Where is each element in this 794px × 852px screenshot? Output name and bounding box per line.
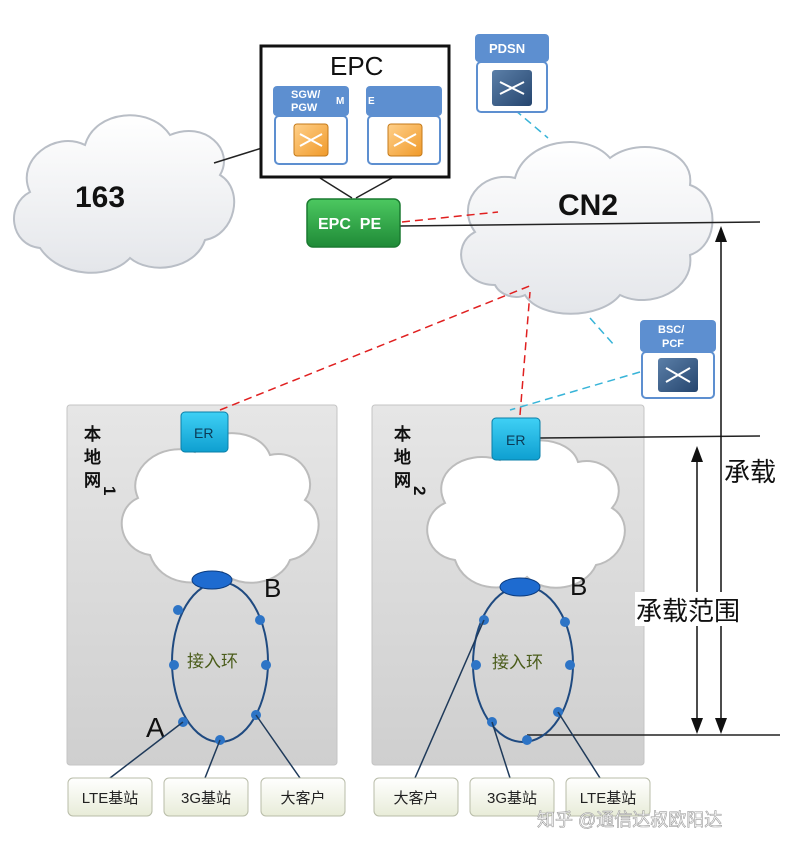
point-b-label-2: B bbox=[570, 571, 587, 601]
svg-text:E: E bbox=[368, 96, 375, 107]
svg-text:接入环: 接入环 bbox=[187, 652, 238, 671]
svg-text:大客户: 大客户 bbox=[280, 790, 325, 807]
watermark: 知乎 @通信达叔欧阳达 bbox=[537, 810, 722, 830]
cloud-cn2: CN2 bbox=[460, 141, 714, 315]
svg-text:LTE基站: LTE基站 bbox=[82, 790, 138, 807]
point-a-label: A bbox=[146, 712, 165, 743]
svg-text:3G基站: 3G基站 bbox=[181, 790, 231, 807]
svg-text:2: 2 bbox=[410, 486, 429, 495]
dashed-cn2-bsc bbox=[589, 317, 615, 346]
access-ring-2: 接入环 B bbox=[471, 571, 587, 745]
dashed-er2-cn2 bbox=[519, 291, 531, 416]
dashed-pdsn-cn2 bbox=[514, 109, 549, 139]
svg-text:PCF: PCF bbox=[662, 338, 684, 350]
dashed-pe-cn2 bbox=[401, 211, 499, 223]
svg-text:1: 1 bbox=[100, 486, 119, 495]
bottom-box-right-2: 3G基站 bbox=[469, 777, 555, 817]
access-ring-1: 接入环 B A bbox=[146, 570, 281, 745]
ring-2-gateway-b bbox=[499, 577, 541, 597]
er-node-1: ER bbox=[180, 411, 229, 453]
bearer-range-arrow-inner bbox=[691, 446, 703, 734]
mme-device: M E bbox=[336, 86, 442, 165]
svg-text:网: 网 bbox=[394, 471, 411, 490]
bsc-pcf-device: BSC/ PCF bbox=[640, 320, 716, 399]
local-network-1-label: 本 bbox=[84, 424, 101, 444]
local-2-cloud bbox=[426, 439, 626, 589]
svg-text:地: 地 bbox=[84, 447, 101, 467]
svg-text:大客户: 大客户 bbox=[393, 790, 438, 807]
link-epc-pe-b bbox=[355, 177, 393, 199]
dashed-bsc-er2 bbox=[509, 371, 641, 411]
cloud-163-label: 163 bbox=[75, 181, 125, 214]
svg-text:M: M bbox=[336, 96, 344, 107]
bottom-box-right-3: LTE基站 bbox=[565, 777, 651, 817]
svg-text:PGW: PGW bbox=[291, 102, 318, 114]
bottom-box-left-2: 3G基站 bbox=[163, 777, 249, 817]
bottom-box-left-1: LTE基站 bbox=[67, 777, 153, 817]
cloud-cn2-label: CN2 bbox=[558, 189, 618, 222]
bearer-range-label-cut: 承载 bbox=[724, 457, 776, 487]
bottom-box-right-1: 大客户 bbox=[373, 777, 459, 817]
bottom-box-left-3: 大客户 bbox=[260, 777, 346, 817]
svg-text:LTE基站: LTE基站 bbox=[580, 790, 636, 807]
cloud-163: 163 bbox=[13, 114, 236, 274]
epc-title: EPC bbox=[330, 51, 383, 81]
epc-pe-label: EPC PE bbox=[318, 216, 381, 233]
er-node-2: ER bbox=[491, 417, 541, 461]
ring-1-gateway-b bbox=[191, 570, 233, 590]
epc-group: EPC SGW/ PGW M E bbox=[259, 44, 451, 179]
svg-text:ER: ER bbox=[506, 432, 525, 448]
point-b-label-1: B bbox=[264, 573, 281, 603]
svg-text:接入环: 接入环 bbox=[492, 653, 543, 672]
pdsn-label: PDSN bbox=[489, 41, 525, 56]
epc-pe-node: EPC PE bbox=[306, 198, 401, 248]
dashed-er1-cn2 bbox=[219, 284, 533, 411]
link-pe-cn2 bbox=[399, 221, 761, 227]
pdsn-device: PDSN bbox=[475, 34, 549, 113]
local-network-2-label: 本 bbox=[394, 424, 411, 444]
link-er2-right bbox=[539, 435, 761, 439]
svg-text:地: 地 bbox=[394, 447, 411, 467]
link-epc-pe-a bbox=[319, 177, 353, 199]
bearer-range-arrow-outer bbox=[715, 226, 727, 734]
svg-text:网: 网 bbox=[84, 471, 101, 490]
sgw-pgw-label: SGW/ bbox=[291, 89, 320, 101]
bearer-range-label: 承载范围 bbox=[636, 596, 740, 626]
link-163-epc bbox=[213, 147, 263, 164]
svg-text:ER: ER bbox=[194, 425, 213, 441]
svg-text:3G基站: 3G基站 bbox=[487, 790, 537, 807]
sgw-pgw-device: SGW/ PGW bbox=[273, 86, 349, 165]
svg-text:BSC/: BSC/ bbox=[658, 324, 684, 336]
